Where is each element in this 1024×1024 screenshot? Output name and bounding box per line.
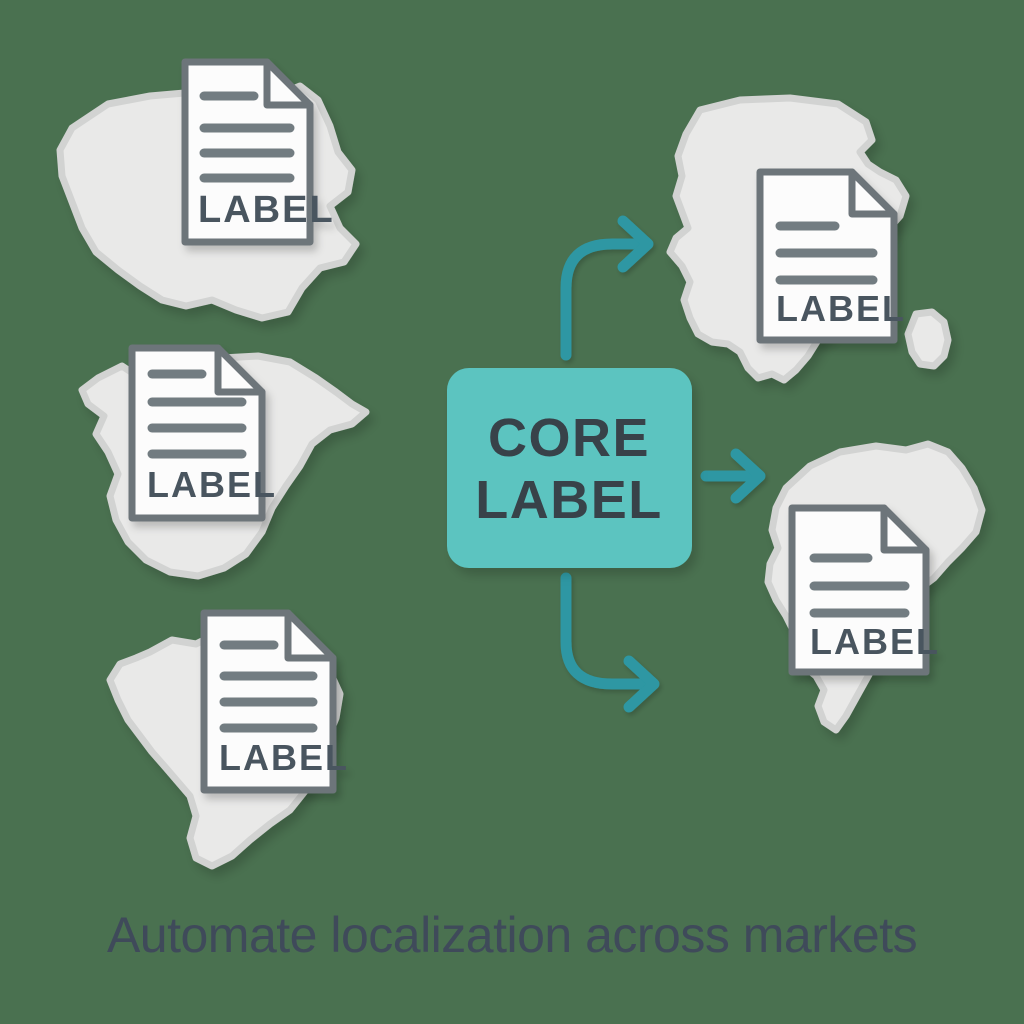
flow-arrows — [560, 215, 766, 713]
document-label-text: LABEL — [219, 737, 349, 778]
document-label-text: LABEL — [198, 189, 335, 231]
core-label-box[interactable]: CORE LABEL — [447, 368, 692, 568]
label-document-south-america[interactable]: LABEL — [788, 504, 940, 676]
label-document-brazil[interactable]: LABEL — [200, 609, 349, 794]
document-label-text: LABEL — [810, 621, 940, 662]
caption: Automate localization across markets — [107, 907, 917, 963]
source-markets: LABEL LABEL — [56, 58, 370, 870]
label-document-africa[interactable]: LABEL — [756, 168, 906, 344]
core-label-line-2: LABEL — [475, 470, 662, 530]
target-markets: LABEL LABEL — [666, 94, 986, 734]
arrow-to-africa[interactable] — [560, 215, 654, 361]
arrow-to-middle[interactable] — [700, 448, 766, 504]
core-label-line-1: CORE — [488, 408, 650, 468]
core-label-box-background[interactable] — [447, 368, 692, 568]
document-label-text: LABEL — [776, 288, 906, 329]
label-document-iberia[interactable]: LABEL — [128, 344, 277, 522]
arrow-to-south-america[interactable] — [560, 572, 660, 713]
document-label-text: LABEL — [147, 464, 277, 505]
label-document-poland[interactable]: LABEL — [181, 58, 335, 246]
